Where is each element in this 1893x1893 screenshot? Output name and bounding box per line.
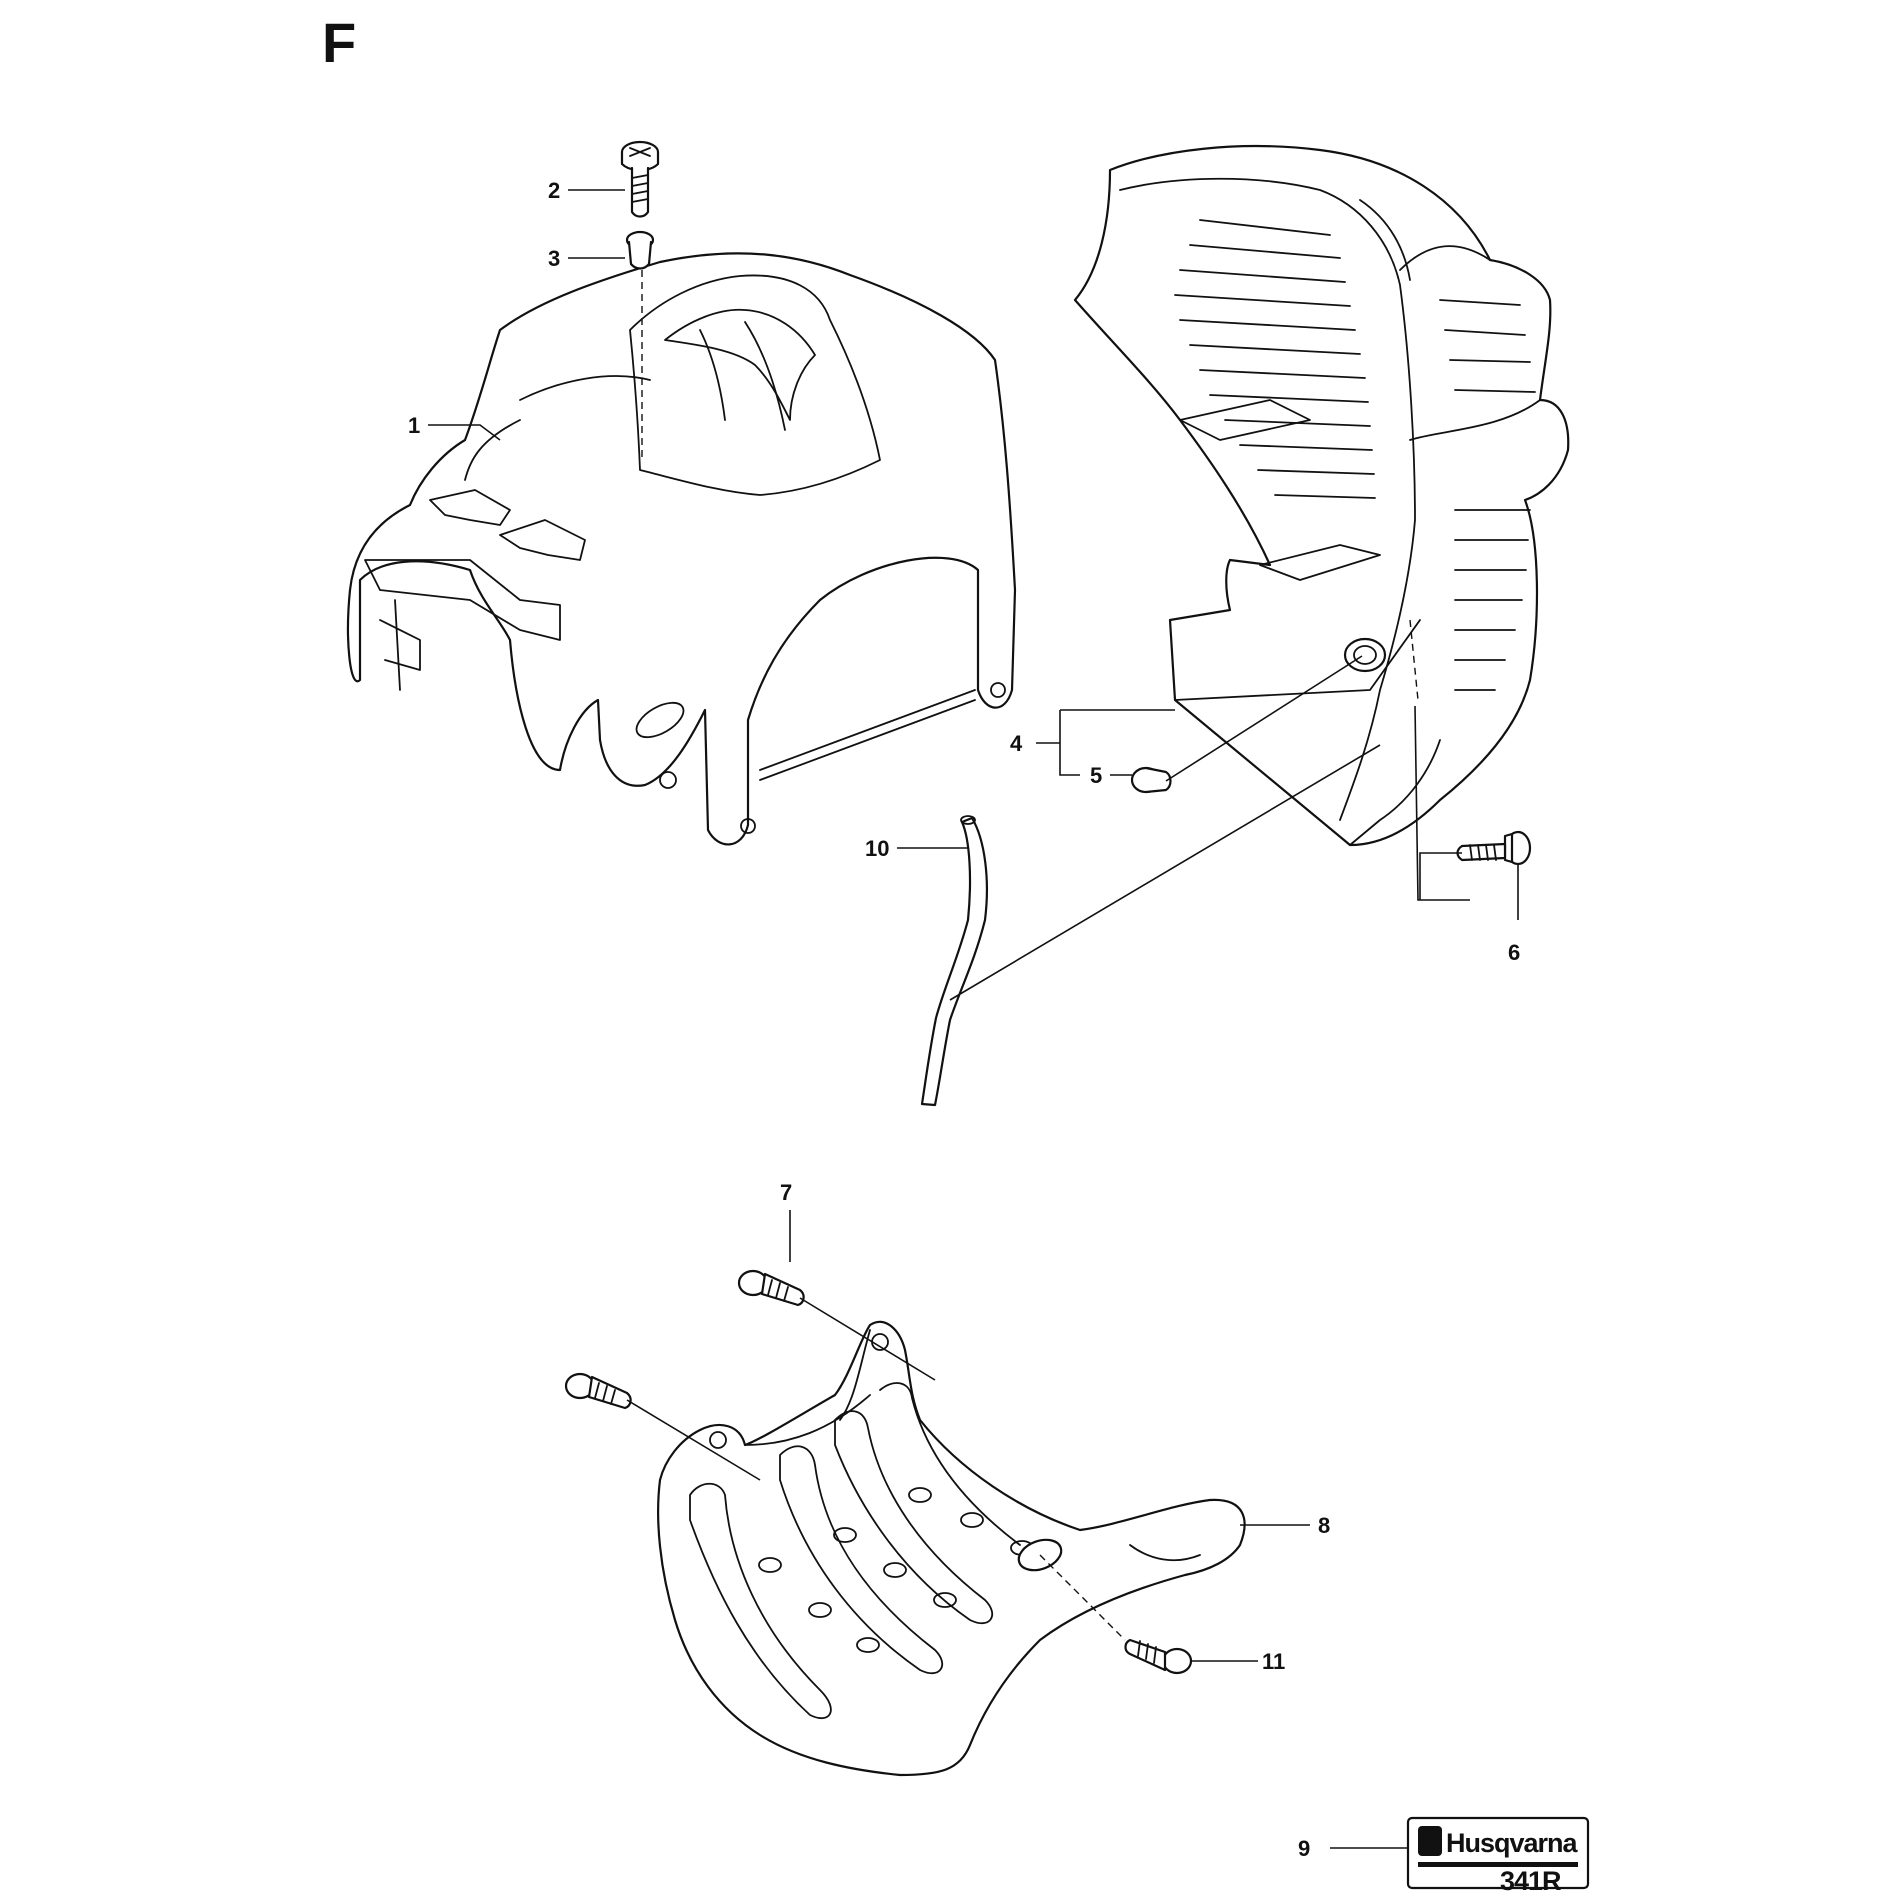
husqvarna-logo-icon (1418, 1826, 1442, 1856)
callout-1: 1 (408, 413, 420, 438)
callout-9: 9 (1298, 1836, 1310, 1861)
callout-3: 3 (548, 246, 560, 271)
part-10-seal-strip[interactable] (920, 744, 1381, 1107)
decal-model: 341R (1500, 1866, 1561, 1893)
skid-plate-holes (758, 1487, 1034, 1653)
decal-brand: Husqvarna (1446, 1828, 1579, 1858)
part-7-screw-lower[interactable] (564, 1372, 761, 1481)
part-11-screw[interactable] (1039, 1554, 1258, 1675)
callout-7: 7 (780, 1180, 792, 1205)
callout-11: 11 (1262, 1649, 1285, 1674)
part-3-bushing[interactable] (625, 230, 655, 270)
part-9-decal[interactable]: Husqvarna 341R (1330, 1816, 1590, 1893)
callout-5: 5 (1090, 763, 1102, 788)
callout-10: 10 (865, 836, 889, 861)
callout-4: 4 (1010, 731, 1023, 756)
part-6-screw[interactable] (1414, 705, 1532, 920)
callout-8: 8 (1318, 1513, 1330, 1538)
part-2-screw[interactable] (620, 140, 660, 218)
part-1-cylinder-cover[interactable] (346, 252, 1017, 846)
part-8-skid-plate[interactable] (657, 1320, 1246, 1777)
callout-6: 6 (1508, 940, 1520, 965)
section-letter: F (322, 11, 356, 74)
part-7-screw-upper[interactable] (737, 1210, 936, 1381)
part-4-cover-housing[interactable] (1073, 144, 1570, 847)
part-5-bushing[interactable] (1130, 655, 1363, 794)
callout-2: 2 (548, 178, 560, 203)
callout-leaders (428, 189, 1310, 1526)
